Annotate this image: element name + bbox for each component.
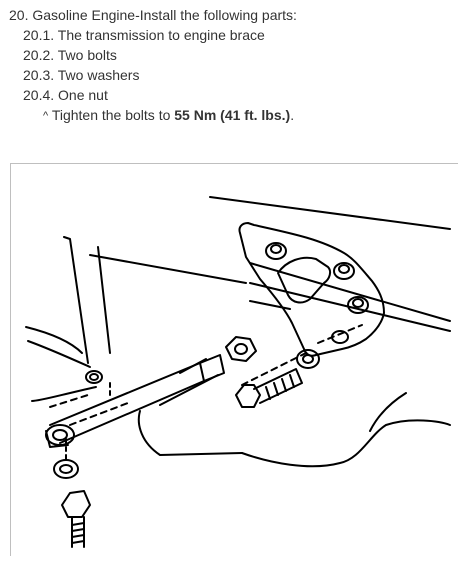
torque-note-suffix: . [290,107,295,123]
caret-icon: ^ [43,110,49,122]
brace-illustration [25,196,451,548]
step-title: 20. Gasoline Engine-Install the followin… [9,7,297,23]
torque-value: 55 Nm (41 ft. lbs.) [174,107,291,123]
step-item-3: 20.3. Two washers [23,67,140,83]
step-item-1: 20.1. The transmission to engine brace [23,27,265,43]
figure-frame-top [10,163,458,164]
torque-note-prefix: Tighten the bolts to [51,107,175,123]
brace-installation-figure [10,163,458,556]
step-item-4: 20.4. One nut [23,87,108,103]
figure-frame-left [10,163,11,556]
step-item-2: 20.2. Two bolts [23,47,117,63]
torque-note: ^ Tighten the bolts to 55 Nm (41 ft. lbs… [43,106,294,125]
